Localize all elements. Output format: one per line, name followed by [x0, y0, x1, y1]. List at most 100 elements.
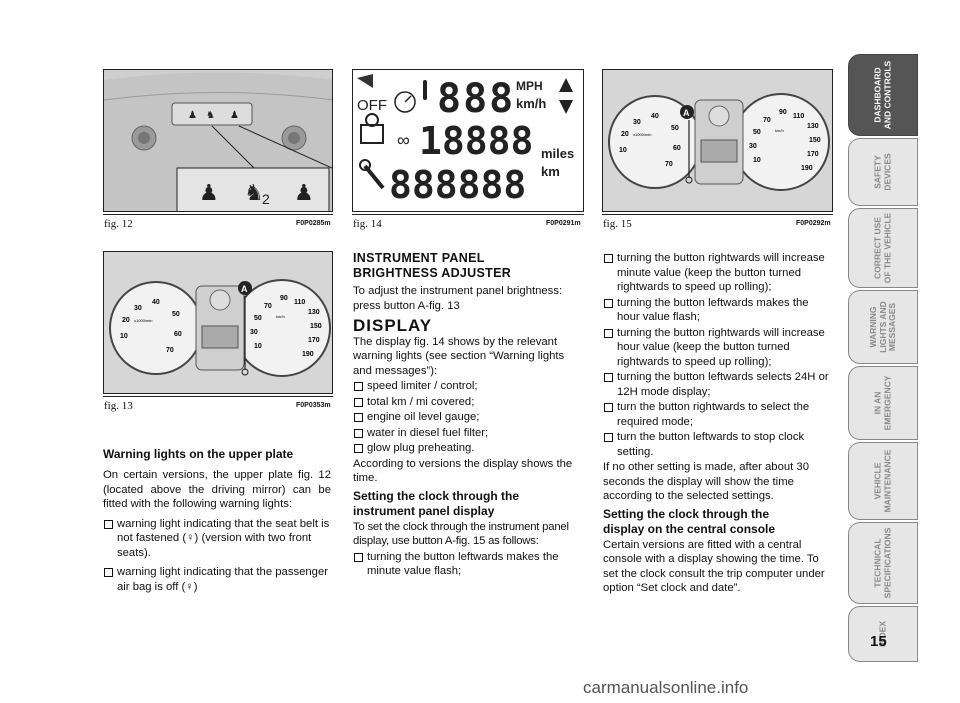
display-bullet-4: water in diesel fuel filter; — [353, 426, 583, 441]
clock-bullet-3: turning the button rightwards will incre… — [603, 326, 833, 370]
speed-unit: km/h — [775, 128, 784, 133]
svg-text:♞: ♞ — [244, 180, 264, 205]
upper-plate-bullet-2: warning light indicating that the passen… — [103, 565, 331, 594]
upper-plate-heading: Warning lights on the upper plate — [103, 447, 294, 461]
fig-15-image: 30 40 20 50 10 60 70 x1000/min 90 110 70… — [602, 69, 833, 212]
fig13-button-a-label: A — [241, 284, 248, 294]
tach-unit: x1000/min — [633, 132, 651, 137]
fig-15-caption: fig. 15 — [603, 218, 632, 230]
tab-technical-specifications[interactable]: TECHNICAL SPECIFICATIONS — [848, 522, 918, 604]
svg-text:♞: ♞ — [206, 110, 215, 121]
central-console-paragraph: Certain versions are fitted with a centr… — [603, 538, 825, 595]
fig-12-code: F0P0285m — [296, 220, 331, 227]
svg-text:♟: ♟ — [230, 110, 239, 121]
watermark: carmanualsonline.info — [583, 678, 749, 697]
tab-label: DASHBOARD AND CONTROLS — [872, 60, 893, 130]
speed-tick-10: 10 — [753, 157, 761, 164]
fig-14-display-image: OFF 888 MPH km/h ∞ 18888 miles km 888888 — [352, 69, 584, 212]
display-km-label: km — [541, 164, 560, 179]
fig13-speed-tick-50: 50 — [254, 315, 262, 322]
tab-label: VEHICLE MAINTENANCE — [872, 449, 893, 513]
svg-text:♟: ♟ — [199, 180, 219, 205]
fig-15-code: F0P0292m — [796, 220, 831, 227]
central-console-heading: Setting the clock through the display on… — [603, 506, 776, 536]
clock-bullet-4: turning the button leftwards selects 24H… — [603, 370, 833, 399]
fig13-tach-tick-30: 30 — [134, 305, 142, 312]
speed-tick-150: 150 — [809, 137, 821, 144]
page-number: 15 — [870, 633, 887, 650]
tach-tick-70: 70 — [665, 161, 673, 168]
display-bullet-5: glow plug preheating. — [353, 441, 583, 456]
fig-13-image: 30 40 20 50 10 60 70 x1000/min 90 110 70… — [103, 251, 333, 394]
speed-tick-90: 90 — [779, 109, 787, 116]
fig13-speed-tick-170: 170 — [308, 337, 320, 344]
speed-tick-50: 50 — [753, 129, 761, 136]
fig13-speed-tick-70: 70 — [264, 303, 272, 310]
fig13-speed-tick-110: 110 — [294, 299, 305, 306]
clock-bullet-2: turning the button leftwards makes the h… — [603, 296, 833, 325]
tab-label: TECHNICAL SPECIFICATIONS — [872, 527, 893, 599]
tab-label: IN AN EMERGENCY — [872, 375, 893, 431]
tab-correct-use[interactable]: CORRECT USE OF THE VEHICLE — [848, 208, 918, 288]
clock-panel-heading: Setting the clock through the instrument… — [353, 488, 520, 518]
display-off-label: OFF — [357, 97, 387, 114]
fig-14-caption: fig. 14 — [353, 218, 382, 230]
fig13-speed-tick-10: 10 — [254, 343, 262, 350]
fig-13-caption: fig. 13 — [104, 400, 133, 412]
fig13-speed-tick-190: 190 — [302, 351, 314, 358]
clock-panel-paragraph: To set the clock through the instrument … — [353, 520, 569, 548]
fig13-speed-tick-150: 150 — [310, 323, 322, 330]
clock-bullet-5: turn the button rightwards to select the… — [603, 400, 833, 429]
fig-12-image: ♟ ♞ ♟ ♟ ♞ 2 ♟ — [103, 69, 333, 212]
brightness-paragraph: To adjust the instrument panel brightnes… — [353, 285, 563, 312]
clock-bullet-6: turn the button leftwards to stop clock … — [603, 430, 833, 459]
brightness-heading: INSTRUMENT PANEL BRIGHTNESS ADJUSTER — [353, 251, 512, 280]
fig13-tach-tick-40: 40 — [152, 299, 160, 306]
tab-in-an-emergency[interactable]: IN AN EMERGENCY — [848, 366, 918, 440]
speed-tick-170: 170 — [807, 151, 819, 158]
fig13-tach-tick-60: 60 — [174, 331, 182, 338]
tab-vehicle-maintenance[interactable]: VEHICLE MAINTENANCE — [848, 442, 918, 520]
upper-plate-bullet-1: warning light indicating that the seat b… — [103, 517, 331, 561]
display-miles-label: miles — [541, 146, 574, 161]
tab-warning-lights[interactable]: WARNING LIGHTS AND MESSAGES — [848, 290, 918, 364]
display-kmh-label: km/h — [516, 96, 546, 111]
tach-tick-30: 30 — [633, 119, 641, 126]
display-bullet-3: engine oil level gauge; — [353, 410, 583, 425]
tach-tick-20: 20 — [621, 131, 629, 138]
fig13-speed-tick-130: 130 — [308, 309, 320, 316]
tab-dashboard-and-controls[interactable]: DASHBOARD AND CONTROLS — [848, 54, 918, 136]
fig-14-code: F0P0291m — [546, 220, 581, 227]
speed-tick-190: 190 — [801, 165, 813, 172]
clock-bullet-1: turning the button rightwards will incre… — [603, 251, 833, 295]
clock-panel-bullet-1: turning the button leftwards makes the m… — [353, 550, 583, 579]
svg-text:♟: ♟ — [188, 110, 197, 121]
tach-tick-50: 50 — [671, 125, 679, 132]
fig13-speed-tick-90: 90 — [280, 295, 288, 302]
tab-label: SAFETY DEVICES — [872, 153, 893, 191]
fig-13-code: F0P0353m — [296, 402, 331, 409]
display-mph-label: MPH — [516, 79, 543, 93]
column-1-text: Warning lights on the upper plate On cer… — [103, 444, 331, 595]
clock-timeout-paragraph: If no other setting is made, after about… — [603, 461, 809, 502]
time-paragraph: According to versions the display shows … — [353, 457, 573, 485]
tach-tick-10: 10 — [619, 147, 627, 154]
svg-text:2: 2 — [262, 191, 270, 207]
tab-index[interactable]: INDEX — [848, 606, 918, 662]
display-paragraph: The display fig. 14 shows by the relevan… — [353, 335, 565, 377]
tab-safety-devices[interactable]: SAFETY DEVICES — [848, 138, 918, 206]
display-odometer-digits: 18888 — [419, 119, 533, 163]
column-2-text: INSTRUMENT PANEL BRIGHTNESS ADJUSTER To … — [353, 251, 583, 580]
tach-tick-40: 40 — [651, 113, 659, 120]
fig13-tach-tick-20: 20 — [122, 317, 130, 324]
fig13-speed-unit: km/h — [276, 314, 285, 319]
display-speed-digits: 888 — [437, 76, 515, 122]
speed-tick-130: 130 — [807, 123, 819, 130]
fig13-tach-tick-10: 10 — [120, 333, 128, 340]
fig13-tach-tick-50: 50 — [172, 311, 180, 318]
fig15-button-a-label: A — [683, 108, 690, 118]
fig13-tach-unit: x1000/min — [134, 318, 152, 323]
tach-tick-60: 60 — [673, 145, 681, 152]
speed-tick-70: 70 — [763, 117, 771, 124]
display-bullet-2: total km / mi covered; — [353, 395, 583, 410]
